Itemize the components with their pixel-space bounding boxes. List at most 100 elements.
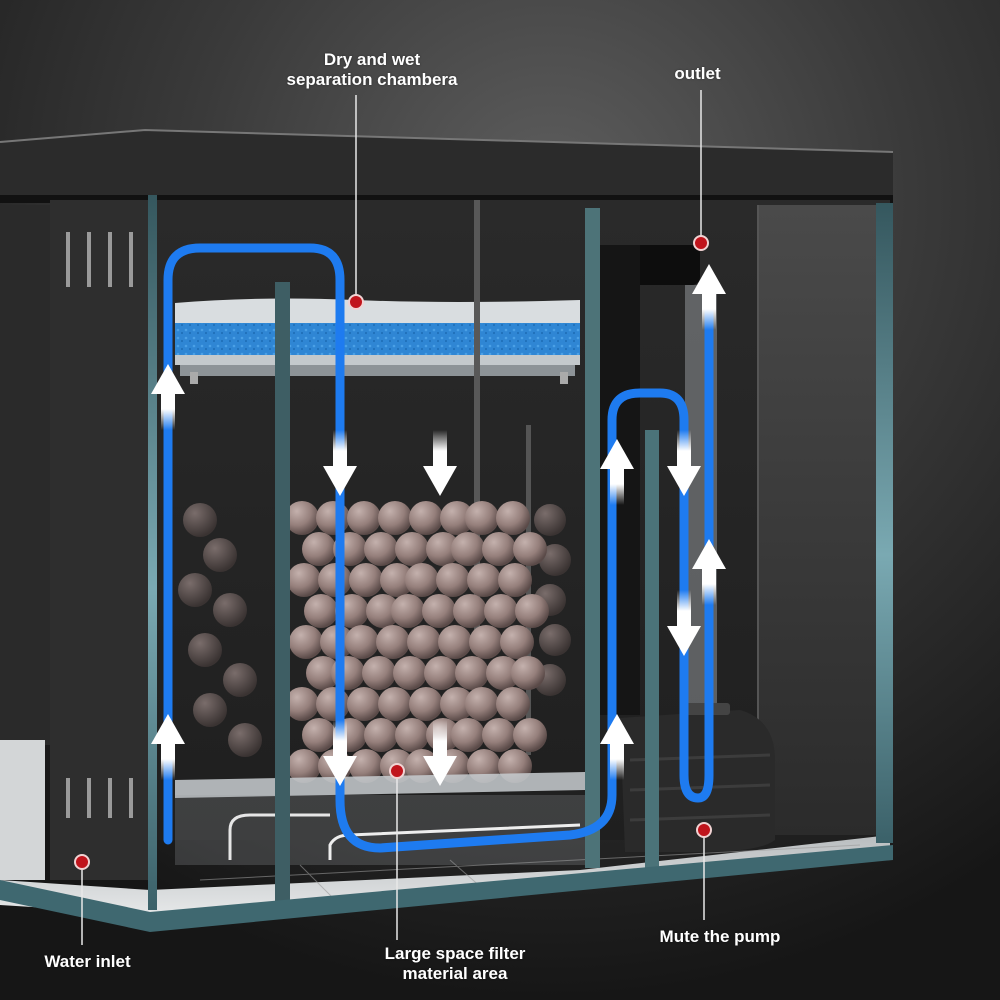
- label-line: Large space filter: [384, 944, 526, 963]
- media-ball: [486, 656, 520, 690]
- media-ball: [378, 687, 412, 721]
- media-ball: [378, 501, 412, 535]
- media-ball: [345, 625, 379, 659]
- callout-dot-icon: [693, 235, 709, 251]
- arrow-down-icon: [667, 590, 701, 656]
- callout-dot-icon: [74, 854, 90, 870]
- label-line: Water inlet: [44, 952, 131, 971]
- arrow-up-icon: [151, 364, 185, 430]
- label-separation-chamber: Dry and wet separation chambera: [272, 50, 472, 90]
- flow-arrows: [151, 264, 726, 786]
- arrow-up-icon: [151, 714, 185, 780]
- arrow-down-icon: [423, 430, 457, 496]
- media-ball: [285, 501, 319, 535]
- arrow-up-icon: [600, 714, 634, 780]
- arrow-up-icon: [692, 539, 726, 605]
- media-ball: [496, 687, 530, 721]
- bio-ball-media: [285, 501, 549, 783]
- water-flow-path: [163, 243, 714, 853]
- media-ball: [451, 532, 485, 566]
- callouts: [74, 90, 712, 945]
- vent-slots: [66, 232, 133, 818]
- media-ball: [498, 563, 532, 597]
- media-ball: [440, 687, 474, 721]
- media-ball: [513, 718, 547, 752]
- media-ball: [318, 563, 352, 597]
- media-ball: [455, 656, 489, 690]
- media-ball: [380, 563, 414, 597]
- media-ball: [347, 687, 381, 721]
- media-ball: [349, 563, 383, 597]
- media-ball: [391, 594, 425, 628]
- media-ball: [287, 563, 321, 597]
- media-ball: [469, 625, 503, 659]
- glass-dividers: [148, 195, 893, 910]
- label-line: outlet: [674, 64, 721, 83]
- media-ball: [513, 532, 547, 566]
- callout-dot-icon: [348, 294, 364, 310]
- media-ball: [316, 687, 350, 721]
- media-ball: [465, 687, 499, 721]
- media-ball: [422, 594, 456, 628]
- media-ball: [436, 563, 470, 597]
- media-ball: [407, 625, 441, 659]
- glass-bottom-edge: [0, 845, 893, 932]
- arrow-up-icon: [600, 439, 634, 505]
- media-ball: [438, 625, 472, 659]
- media-ball: [393, 656, 427, 690]
- media-ball: [405, 563, 439, 597]
- media-ball: [496, 501, 530, 535]
- arrow-up-icon: [692, 264, 726, 330]
- media-ball: [440, 501, 474, 535]
- media-ball: [451, 718, 485, 752]
- filter-floor: [0, 835, 890, 915]
- media-ball: [347, 501, 381, 535]
- callout-dot-icon: [696, 822, 712, 838]
- media-ball: [409, 687, 443, 721]
- media-ball: [467, 563, 501, 597]
- callout-dot-icon: [389, 763, 405, 779]
- media-ball: [364, 532, 398, 566]
- media-ball: [289, 625, 323, 659]
- media-ball: [302, 718, 336, 752]
- left-side-panel: [50, 200, 150, 880]
- label-outlet: outlet: [655, 64, 740, 84]
- media-ball: [395, 532, 429, 566]
- media-ball: [376, 625, 410, 659]
- sponge-tray: [175, 298, 580, 384]
- media-ball: [426, 532, 460, 566]
- media-ball: [362, 656, 396, 690]
- media-ball: [304, 594, 338, 628]
- media-ball: [409, 501, 443, 535]
- label-water-inlet: Water inlet: [30, 952, 145, 972]
- media-ball: [349, 749, 383, 783]
- label-line: Dry and wet: [323, 50, 421, 69]
- media-ball: [482, 718, 516, 752]
- filter-lid: [0, 130, 893, 200]
- label-line: Mute the pump: [659, 927, 781, 946]
- media-ball: [302, 532, 336, 566]
- media-ball: [465, 501, 499, 535]
- media-ball: [395, 718, 429, 752]
- media-ball: [515, 594, 549, 628]
- label-filter-material-area: Large space filter material area: [355, 944, 555, 984]
- label-mute-pump: Mute the pump: [640, 927, 800, 947]
- label-line: separation chambera: [286, 70, 458, 89]
- media-ball: [316, 501, 350, 535]
- arrow-down-icon: [323, 720, 357, 786]
- media-ball: [364, 718, 398, 752]
- media-ball: [306, 656, 340, 690]
- media-ball: [424, 656, 458, 690]
- media-ball: [287, 749, 321, 783]
- media-ball: [285, 687, 319, 721]
- media-ball: [366, 594, 400, 628]
- media-ball: [453, 594, 487, 628]
- media-ball: [484, 594, 518, 628]
- media-ball: [482, 532, 516, 566]
- media-ball: [500, 625, 534, 659]
- arrow-down-icon: [323, 430, 357, 496]
- label-line: material area: [402, 964, 508, 983]
- arrow-down-icon: [667, 430, 701, 496]
- media-ball: [511, 656, 545, 690]
